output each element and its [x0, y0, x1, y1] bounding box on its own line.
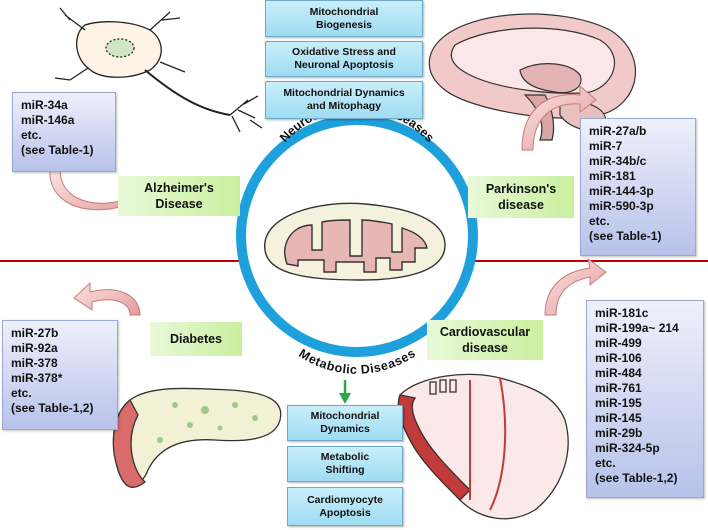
- cardiovascular-line1: Cardiovascular: [439, 325, 531, 339]
- mirna-item: (see Table-1,2): [595, 471, 678, 485]
- bottom-box-dynamics-line2: Dynamics: [320, 423, 370, 435]
- top-box-oxidative-line1: Oxidative Stress and: [292, 46, 396, 58]
- bottom-box-dynamics: Mitochondrial Dynamics: [287, 405, 403, 441]
- bottom-box-metabolic-line2: Shifting: [325, 464, 365, 476]
- bottom-box-metabolic-line1: Metabolic: [320, 451, 370, 463]
- disease-label-alzheimers: Alzheimer's Disease: [118, 176, 240, 216]
- mirna-list-alzheimers: miR-34a miR-146a etc. (see Table-1): [12, 92, 116, 172]
- heart-icon: [397, 373, 569, 520]
- top-box-oxidative-line2: Neuronal Apoptosis: [294, 59, 394, 71]
- mirna-item: miR-484: [595, 366, 642, 380]
- mirna-item: miR-590-3p: [589, 199, 654, 213]
- mirna-item: miR-499: [595, 336, 642, 350]
- curved-arrow-cardiovascular: [544, 257, 607, 316]
- mirna-list-parkinsons: miR-27a/b miR-7 miR-34b/c miR-181 miR-14…: [580, 118, 696, 256]
- mirna-item: (see Table-1): [589, 229, 662, 243]
- bottom-box-cardiomyocyte-apoptosis: Cardiomyocyte Apoptosis: [287, 487, 403, 526]
- pancreas-icon: [112, 387, 282, 488]
- disease-label-cardiovascular: Cardiovascular disease: [427, 320, 543, 360]
- mirna-item: miR-34a: [21, 98, 68, 112]
- mirna-item: miR-7: [589, 139, 623, 153]
- mirna-item: miR-324-5p: [595, 441, 660, 455]
- top-box-dynamics-line1: Mitochondrial Dynamics: [283, 87, 405, 99]
- mirna-item: miR-27a/b: [589, 124, 647, 138]
- mirna-list-cardiovascular: miR-181c miR-199a~ 214 miR-499 miR-106 m…: [586, 300, 704, 498]
- neuron-icon: [54, 7, 263, 133]
- mirna-item: etc.: [595, 456, 616, 470]
- mirna-item: miR-145: [595, 411, 642, 425]
- mirna-item: miR-27b: [11, 326, 59, 340]
- top-box-oxidative-stress: Oxidative Stress and Neuronal Apoptosis: [265, 41, 423, 77]
- top-box-biogenesis-line1: Mitochondrial: [309, 5, 379, 18]
- disease-label-diabetes: Diabetes: [150, 322, 242, 356]
- mirna-item: (see Table-1): [21, 143, 94, 157]
- mitochondrion-icon: [264, 202, 446, 281]
- mirna-item: etc.: [21, 128, 42, 142]
- top-box-dynamics-mitophagy: Mitochondrial Dynamics and Mitophagy: [265, 81, 423, 119]
- mirna-item: miR-29b: [595, 426, 643, 440]
- mirna-item: miR-195: [595, 396, 642, 410]
- top-box-biogenesis-line2: Biogenesis: [315, 18, 373, 31]
- mirna-item: miR-146a: [21, 113, 75, 127]
- mirna-item: miR-199a~ 214: [595, 321, 679, 335]
- diabetes-line1: Diabetes: [169, 332, 223, 346]
- mirna-item: miR-378: [11, 356, 58, 370]
- alzheimers-line1: Alzheimer's: [144, 181, 214, 195]
- top-box-dynamics-line2: and Mitophagy: [306, 100, 382, 112]
- bottom-box-dynamics-line1: Mitochondrial: [310, 410, 380, 422]
- mirna-item: miR-144-3p: [589, 184, 654, 198]
- parkinsons-line2: disease: [498, 198, 544, 212]
- alzheimers-line2: Disease: [155, 197, 203, 211]
- mirna-item: miR-181c: [595, 306, 649, 320]
- bottom-box-cardio-line2: Apoptosis: [319, 506, 371, 519]
- mirna-item: miR-761: [595, 381, 642, 395]
- parkinsons-line1: Parkinson's: [485, 182, 557, 196]
- mirna-item: miR-378*: [11, 371, 63, 385]
- mirna-item: miR-181: [589, 169, 636, 183]
- mirna-item: miR-106: [595, 351, 642, 365]
- top-box-biogenesis: Mitochondrial Biogenesis: [265, 0, 423, 37]
- mirna-item: miR-92a: [11, 341, 58, 355]
- mirna-item: miR-34b/c: [589, 154, 647, 168]
- curved-arrow-parkinsons: [521, 84, 597, 151]
- disease-label-parkinsons: Parkinson's disease: [468, 176, 574, 218]
- curved-arrow-diabetes: [73, 281, 141, 316]
- mirna-item: (see Table-1,2): [11, 401, 94, 415]
- mirna-item: etc.: [589, 214, 610, 228]
- mirna-item: etc.: [11, 386, 32, 400]
- bottom-box-cardio-line1: Cardiomyocyte: [307, 493, 383, 506]
- bottom-box-metabolic-shifting: Metabolic Shifting: [287, 446, 403, 482]
- mirna-list-diabetes: miR-27b miR-92a miR-378 miR-378* etc. (s…: [2, 320, 118, 430]
- cardiovascular-line2: disease: [462, 341, 508, 355]
